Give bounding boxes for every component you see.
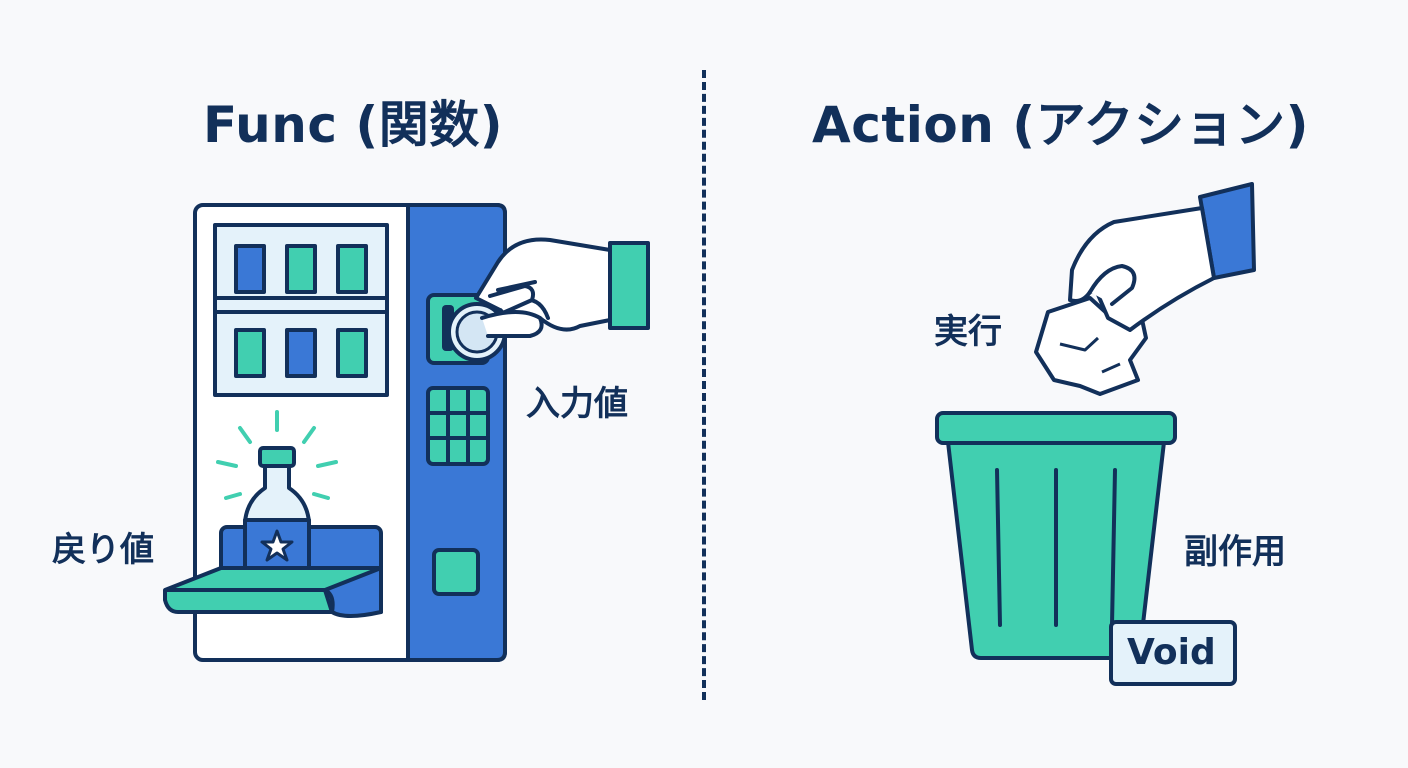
execute-label: 実行 [934, 312, 1002, 352]
sparkle-lines [216, 410, 338, 500]
side-effect-label: 副作用 [1184, 532, 1286, 572]
bottle [243, 446, 311, 592]
dispense-tray [163, 566, 383, 618]
keypad [426, 386, 490, 466]
action-title: Action (アクション) [812, 96, 1309, 154]
product-item [234, 328, 266, 378]
product-item [336, 244, 368, 294]
hand-dropping-paper [1068, 182, 1256, 332]
trash-can-lid [935, 411, 1177, 445]
return-value-label: 戻り値 [52, 530, 154, 570]
input-value-label: 入力値 [526, 384, 628, 424]
product-item [285, 328, 317, 378]
product-item [336, 328, 368, 378]
section-divider [702, 70, 706, 700]
hand-inserting-coin [447, 237, 650, 362]
star-icon [260, 529, 294, 562]
void-label: Void [1127, 632, 1216, 673]
func-title: Func (関数) [203, 96, 504, 154]
product-item [234, 244, 266, 294]
void-tag [1109, 620, 1237, 686]
return-button [432, 548, 480, 596]
product-item [285, 244, 317, 294]
sleeve-cuff [608, 241, 650, 330]
